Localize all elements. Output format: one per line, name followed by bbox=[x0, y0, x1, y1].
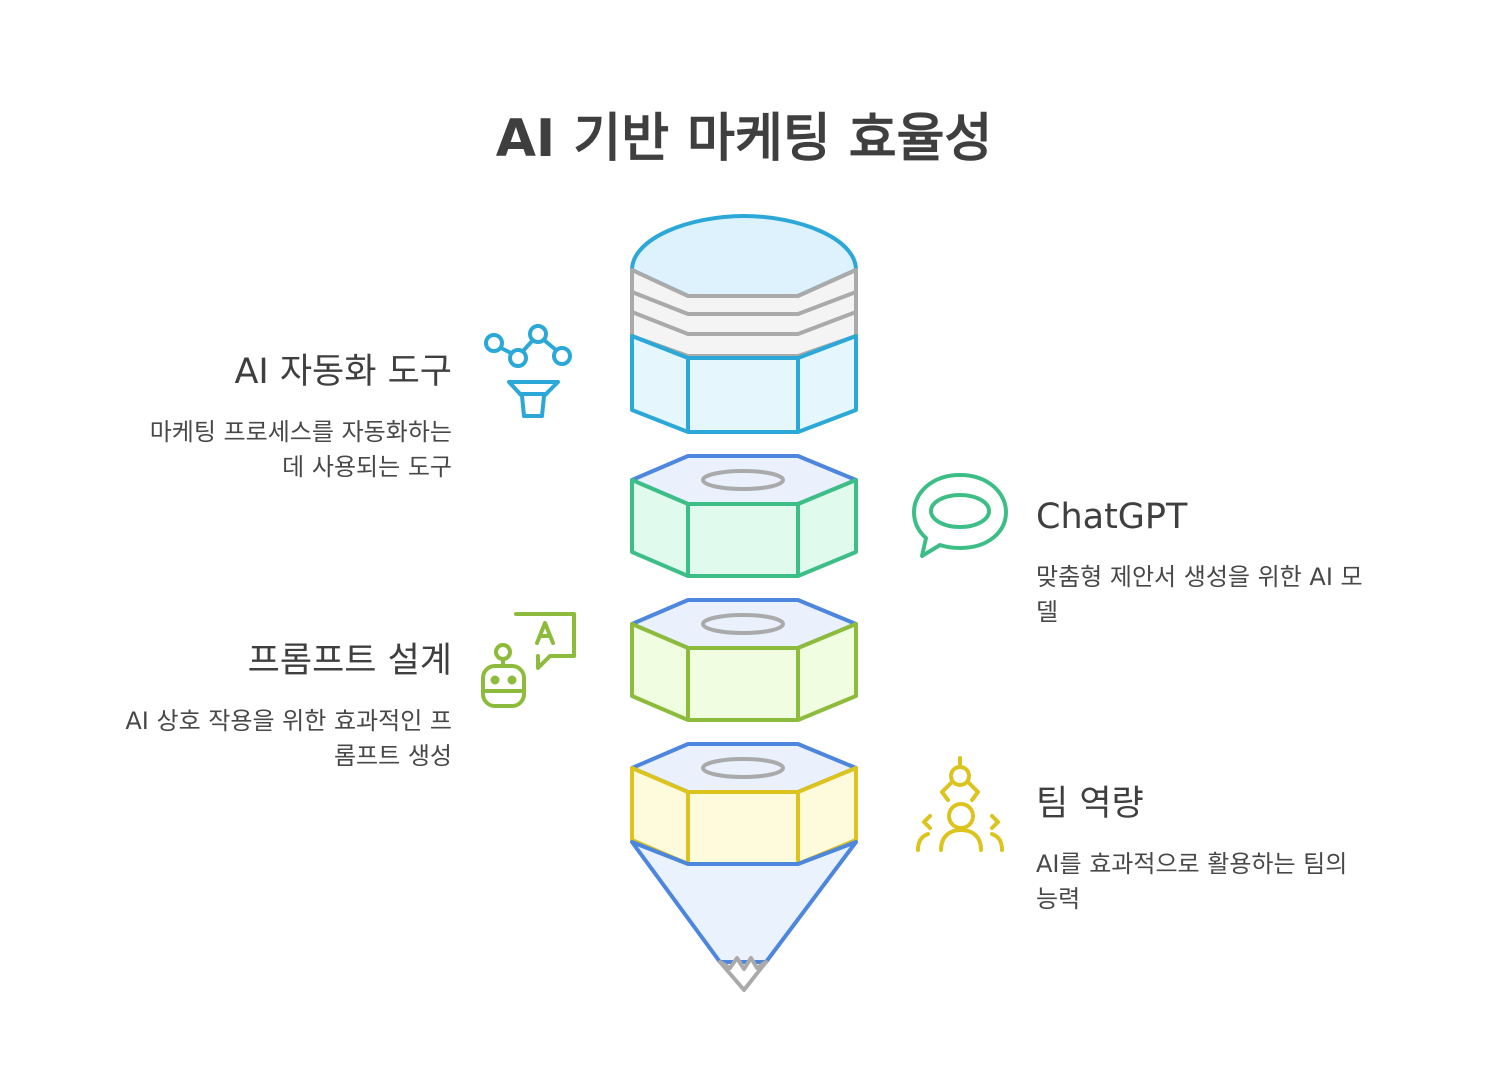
workflow-funnel-icon bbox=[484, 324, 572, 418]
item-prompt-design: 프롬프트 설계 AI 상호 작용을 위한 효과적인 프 롬프트 생성 bbox=[40, 640, 452, 774]
item-description-line: 맞춤형 제안서 생성을 위한 AI 모 bbox=[1036, 563, 1363, 591]
robot-chat-icon bbox=[481, 612, 576, 708]
item-heading: ChatGPT bbox=[1036, 497, 1188, 537]
item-description: AI를 효과적으로 활용하는 팀의 능력 bbox=[1036, 847, 1456, 917]
item-description: AI 상호 작용을 위한 효과적인 프 롬프트 생성 bbox=[40, 704, 452, 774]
item-chatgpt: ChatGPT 맞춤형 제안서 생성을 위한 AI 모 델 bbox=[1036, 496, 1456, 630]
speech-bubble-icon bbox=[912, 473, 1008, 558]
pencil-segment-chatgpt bbox=[630, 454, 858, 578]
item-heading: 프롬프트 설계 bbox=[247, 641, 452, 681]
item-heading: AI 자동화 도구 bbox=[234, 352, 452, 392]
item-heading: 팀 역량 bbox=[1036, 784, 1144, 824]
pencil-segment-prompt bbox=[630, 598, 858, 722]
item-description: 마케팅 프로세스를 자동화하는 데 사용되는 도구 bbox=[40, 415, 452, 485]
item-description-line: AI 상호 작용을 위한 효과적인 프 bbox=[125, 707, 452, 735]
item-description-line: 델 bbox=[1036, 598, 1059, 626]
item-description-line: 마케팅 프로세스를 자동화하는 bbox=[149, 418, 452, 446]
item-description-line: 능력 bbox=[1036, 885, 1081, 913]
pencil-cap bbox=[630, 214, 858, 434]
item-description-line: AI를 효과적으로 활용하는 팀의 bbox=[1036, 850, 1348, 878]
item-team-capability: 팀 역량 AI를 효과적으로 활용하는 팀의 능력 bbox=[1036, 783, 1456, 917]
item-description: 맞춤형 제안서 생성을 위한 AI 모 델 bbox=[1036, 560, 1456, 630]
item-description-line: 데 사용되는 도구 bbox=[282, 453, 452, 481]
pencil-tip bbox=[630, 840, 858, 992]
item-ai-automation-tools: AI 자동화 도구 마케팅 프로세스를 자동화하는 데 사용되는 도구 bbox=[40, 351, 452, 485]
item-description-line: 롬프트 생성 bbox=[333, 742, 452, 770]
team-user-icon bbox=[916, 756, 1004, 852]
page-title: AI 기반 마케팅 효율성 bbox=[495, 109, 993, 169]
pencil-segment-team bbox=[630, 742, 858, 866]
